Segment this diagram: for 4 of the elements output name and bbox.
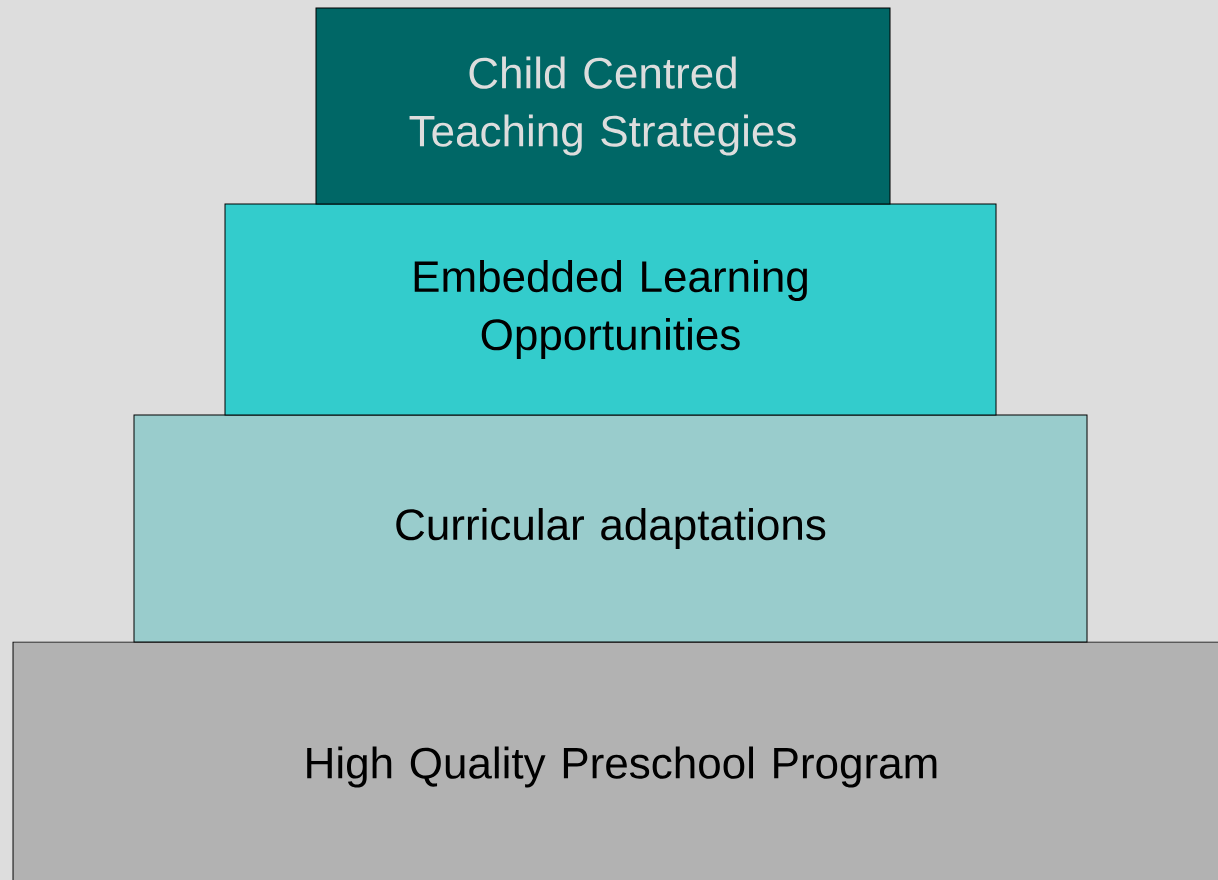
layer-box: Embedded Learning Opportunities — [224, 203, 997, 416]
layer-box: Child Centred Teaching Strategies — [315, 7, 891, 205]
layer-box: High Quality Preschool Program — [12, 641, 1218, 880]
layer-box: Curricular adaptations — [133, 414, 1088, 643]
